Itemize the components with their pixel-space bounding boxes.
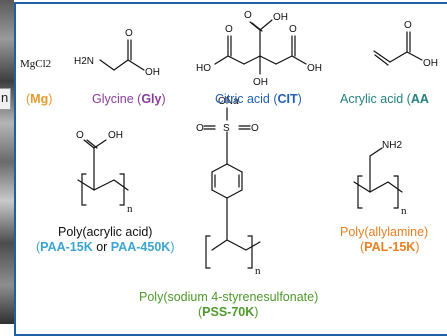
paa-o-label: O [76, 130, 84, 141]
mgcl2-formula: MgCl2 [20, 58, 51, 70]
pss-n-label: n [255, 265, 261, 277]
pal-structure [353, 147, 403, 209]
pss-structure [203, 107, 261, 269]
background-photo-strip [0, 0, 14, 324]
pal-nh2-label: NH2 [382, 140, 402, 151]
paa-structure [77, 139, 129, 206]
glycine-o-label: O [125, 28, 133, 39]
paa-name-label: Poly(acrylic acid) [58, 225, 153, 239]
citric-oh-bottom-label: OH [253, 77, 268, 88]
glycine-nh2-label: H2N [74, 56, 94, 67]
citric-oh-top-label: OH [273, 12, 288, 23]
paa-n-label: n [127, 203, 133, 215]
citric-acid-structure [214, 19, 307, 75]
acrylic-o-label: O [404, 20, 412, 31]
paa-oh-label: OH [108, 130, 123, 141]
chemical-structures: MgCl2 H2N O OH HO O O OH O OH OH O OH O … [20, 10, 438, 277]
photo-label-tab: n [0, 88, 11, 110]
pss-code-label: (PSS-70K) [198, 305, 259, 319]
acrylic-acid-label: Acrylic acid (AA [340, 92, 429, 106]
paa-code-label: (PAA-15K or PAA-450K) [36, 240, 175, 254]
pss-ona-label: ONa [218, 96, 239, 107]
glycine-oh-label: OH [145, 67, 160, 78]
pss-o-left-label: O [196, 123, 204, 134]
pss-o-right-label: O [251, 123, 259, 134]
citric-o-right-label: O [289, 24, 297, 35]
pss-s-label: S [223, 123, 230, 134]
citric-oh-right-label: OH [307, 63, 322, 74]
pal-name-label: Poly(allylamine) [340, 225, 429, 239]
citric-ho-label: HO [196, 63, 211, 74]
pal-code-label: (PAL-15K) [360, 240, 420, 254]
pal-n-label: n [401, 205, 407, 217]
acrylic-acid-structure [373, 31, 423, 66]
acrylic-oh-label: OH [423, 58, 438, 69]
citric-acid-label: Citric acid (CIT) [215, 92, 302, 106]
citric-o-top-label: O [244, 10, 252, 21]
glycine-label: Glycine (Gly) [92, 92, 166, 106]
pss-name-label: Poly(sodium 4-styrenesulfonate) [139, 290, 319, 304]
photo-label-text: n [1, 90, 9, 105]
glycine-structure [99, 39, 145, 71]
citric-o-left-label: O [225, 24, 233, 35]
mg-label: (Mg) [26, 92, 53, 106]
